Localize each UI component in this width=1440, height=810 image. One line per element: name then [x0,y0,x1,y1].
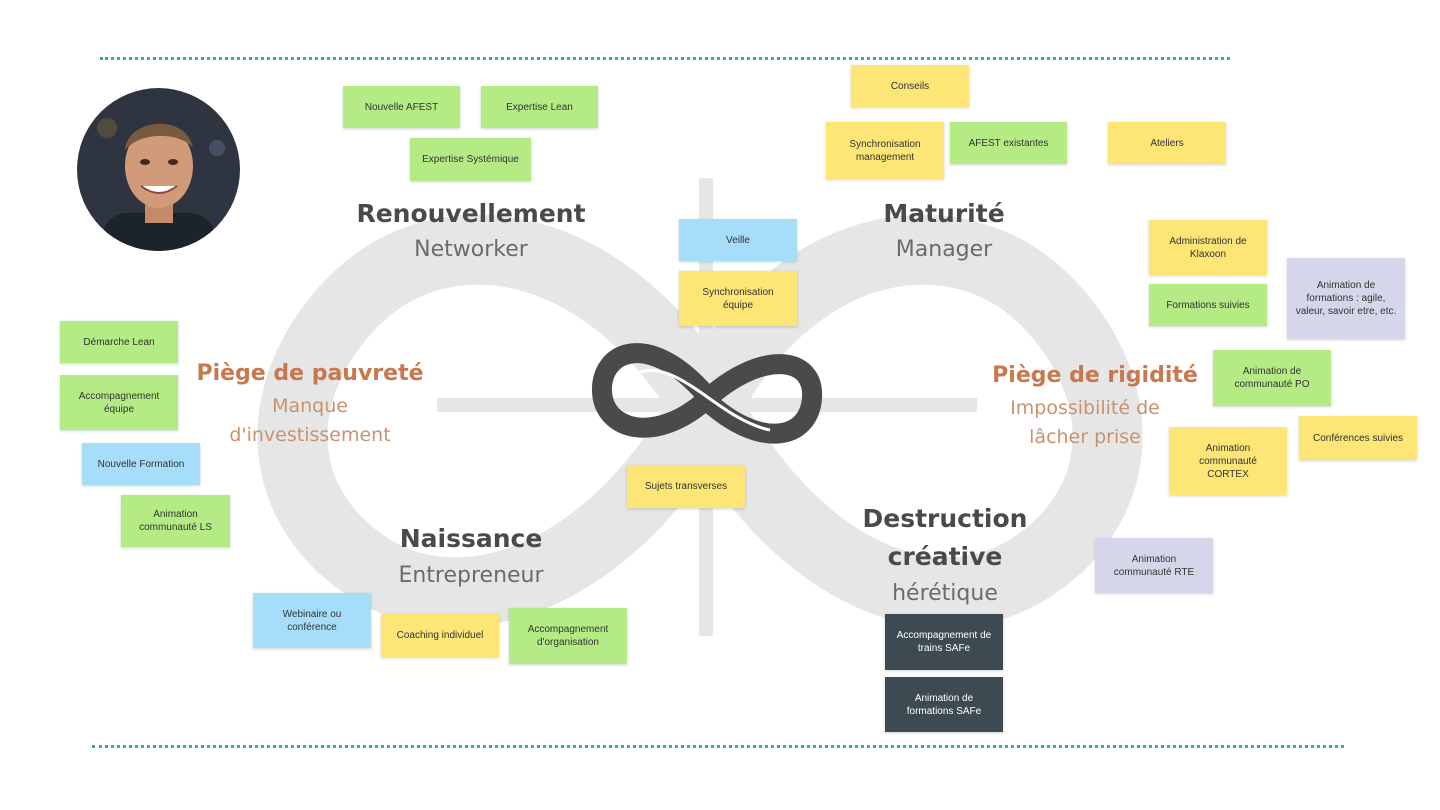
sticky-note-conferences-suivies[interactable]: Conférences suivies [1299,416,1417,460]
sticky-note-administration-klaxoon[interactable]: Administration de Klaxoon [1149,220,1267,275]
trap-pauvrete-line2: d'investissement [229,424,391,446]
sticky-note-nouvelle-formation[interactable]: Nouvelle Formation [82,443,200,485]
trap-rigidite-line1: Impossibilité de [1010,397,1160,419]
sticky-note-animation-communaute-cortex[interactable]: Animation communauté CORTEX [1169,427,1287,495]
phase-destruction-subtitle: hérétique [892,581,998,606]
sticky-note-animation-formations[interactable]: Animation de formations : agile, valeur,… [1287,258,1405,339]
sticky-note-expertise-lean[interactable]: Expertise Lean [481,86,598,128]
person-photo-icon [77,88,240,251]
sticky-note-accompagnement-equipe[interactable]: Accompagnement équipe [60,375,178,430]
sticky-note-formations-suivies[interactable]: Formations suivies [1149,284,1267,326]
sticky-note-animation-formations-safe[interactable]: Animation de formations SAFe [885,677,1003,732]
sticky-note-webinaire-ou-conference[interactable]: Webinaire ou conférence [253,593,371,648]
sticky-note-expertise-systemique[interactable]: Expertise Systémique [410,138,531,181]
phase-naissance-subtitle: Entrepreneur [398,563,544,588]
sticky-note-nouvelle-afest[interactable]: Nouvelle AFEST [343,86,460,128]
phase-renouvellement-title: Renouvellement [356,199,586,228]
sticky-note-sujets-transverses[interactable]: Sujets transverses [627,465,745,508]
top-dotted-border [100,57,1230,60]
sticky-note-synchronisation-management[interactable]: Synchronisation management [826,122,944,179]
sticky-note-accompagnement-organisation[interactable]: Accompagnement d'organisation [509,608,627,664]
sticky-note-afest-existantes[interactable]: AFEST existantes [950,122,1067,164]
trap-pauvrete-line1: Manque [272,395,348,417]
sticky-note-demarche-lean[interactable]: Démarche Lean [60,321,178,363]
sticky-note-conseils[interactable]: Conseils [851,65,969,107]
sticky-note-coaching-individuel[interactable]: Coaching individuel [381,614,499,657]
avatar [77,88,240,251]
sticky-note-animation-communaute-rte[interactable]: Animation communauté RTE [1095,538,1213,593]
phase-naissance-title: Naissance [399,524,543,553]
sticky-note-animation-communaute-ls[interactable]: Animation communauté LS [121,495,230,547]
phase-destruction-title-line2: créative [887,542,1003,571]
sticky-note-accompagnement-trains-safe[interactable]: Accompagnement de trains SAFe [885,614,1003,670]
sticky-note-ateliers[interactable]: Ateliers [1108,122,1226,164]
trap-rigidite-title: Piège de rigidité [992,363,1198,388]
sticky-note-veille[interactable]: Veille [679,219,797,261]
phase-destruction-title-line1: Destruction [862,504,1028,533]
bottom-dotted-border [92,745,1344,748]
sticky-note-animation-communaute-po[interactable]: Animation de communauté PO [1213,350,1331,406]
sticky-note-synchronisation-equipe[interactable]: Synchronisation équipe [679,271,797,326]
trap-rigidite-line2: lâcher prise [1029,426,1141,448]
infinity-logo-icon [592,343,823,444]
trap-pauvrete-title: Piège de pauvreté [196,361,424,386]
phase-maturite-title: Maturité [883,199,1005,228]
phase-renouvellement-subtitle: Networker [414,237,528,262]
phase-maturite-subtitle: Manager [895,237,993,262]
